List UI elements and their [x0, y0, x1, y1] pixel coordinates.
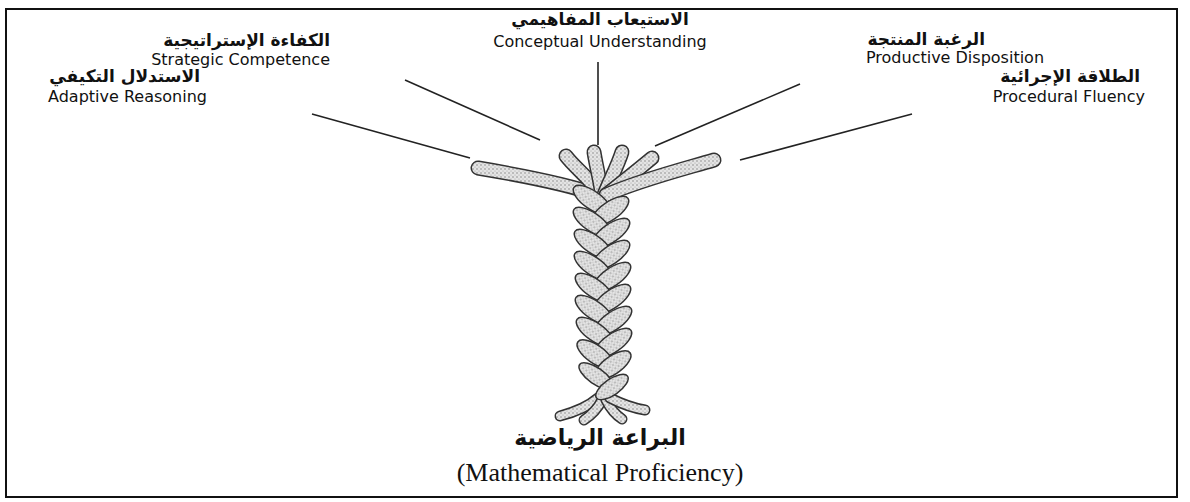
- strand-label-arabic: الاستدلال التكيفي: [49, 67, 200, 87]
- caption-arabic: البراعة الرياضية: [514, 425, 686, 450]
- strand-label-english: Procedural Fluency: [993, 88, 1145, 106]
- caption-english: (Mathematical Proficiency): [457, 458, 744, 488]
- strand-label-arabic: الاستيعاب المفاهيمي: [511, 10, 689, 30]
- strand-label-arabic: الطلاقة الإجرائية: [1000, 67, 1140, 87]
- strand-label-arabic: الرغبة المنتجة: [867, 30, 985, 50]
- strand-label-english: Conceptual Understanding: [493, 33, 707, 51]
- strand-label-english: Productive Disposition: [866, 49, 1044, 67]
- strand-label-arabic: الكفاءة الإستراتيجية: [163, 31, 330, 51]
- strand-label-english: Adaptive Reasoning: [48, 88, 207, 106]
